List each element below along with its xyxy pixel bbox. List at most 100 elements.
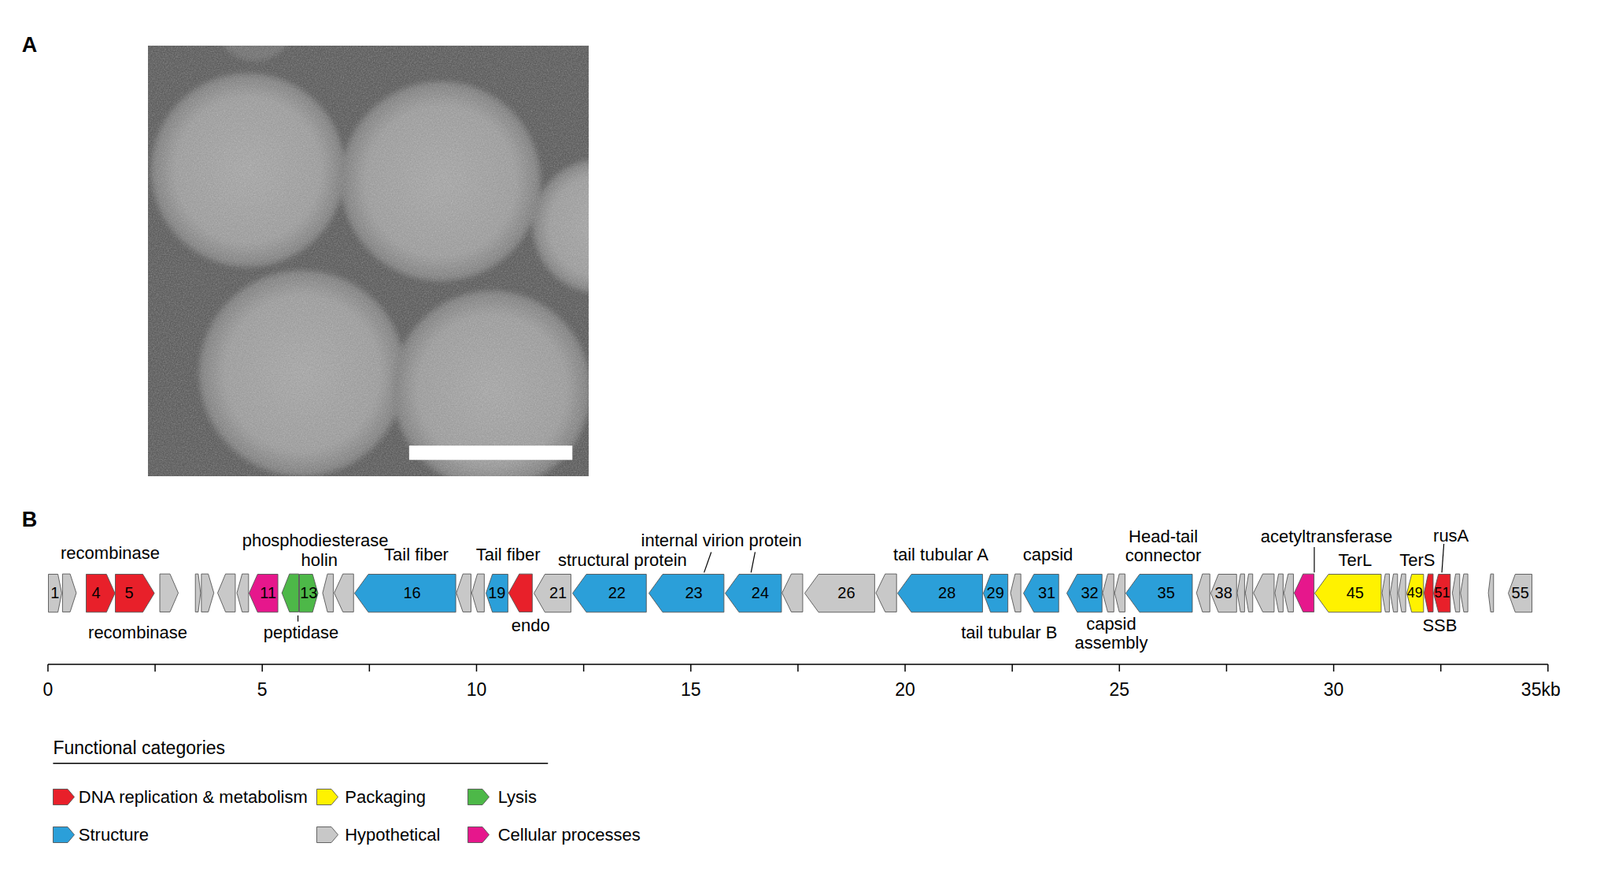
- legend-swatch-shape: [316, 789, 338, 806]
- gene-number: 4: [91, 584, 100, 601]
- gene-arrow: 4: [85, 573, 116, 613]
- axis-tick-label: 30: [1323, 679, 1345, 700]
- gene-annotation: internal virion protein: [641, 531, 802, 551]
- gene-annotation: tail tubular B: [960, 622, 1057, 643]
- gene-annotation: rusA: [1433, 525, 1469, 546]
- gene-arrow: [1010, 573, 1021, 612]
- gene-arrow: [1460, 573, 1468, 612]
- gene-arrow-outline: [48, 573, 62, 612]
- axis-tick: [1333, 664, 1335, 672]
- gene-number: 31: [1038, 584, 1056, 601]
- axis-tick: [1226, 664, 1228, 672]
- gene-arrow: [62, 573, 77, 612]
- gene-number: 45: [1346, 584, 1364, 601]
- gene-arrow: [1274, 573, 1283, 612]
- gene-number: 49: [1407, 585, 1423, 600]
- em-noise: [147, 45, 589, 477]
- leader-line: [1441, 543, 1445, 573]
- gene-annotation: Tail fiber: [384, 545, 449, 566]
- legend-title: Functional categories: [52, 737, 226, 758]
- legend-swatch-shape: [467, 789, 489, 806]
- legend-swatch: [316, 788, 339, 806]
- gene-arrow: 38: [1210, 573, 1238, 613]
- gene-annotation: holin: [301, 550, 338, 570]
- gene-arrow: [1196, 573, 1210, 612]
- gene-annotation: tail tubular A: [893, 545, 989, 566]
- legend-label: Hypothetical: [344, 824, 440, 846]
- legend-swatch: [52, 788, 75, 806]
- legend-label: Lysis: [498, 787, 537, 808]
- axis-tick: [154, 664, 156, 672]
- gene-arrow-outline: [1508, 573, 1533, 612]
- gene-arrow: 11: [248, 573, 279, 613]
- gene-arrow-outline: [804, 573, 875, 612]
- gene-arrow: [201, 573, 215, 612]
- axis-tick: [369, 664, 371, 672]
- axis-tick-label: 0: [43, 679, 54, 700]
- gene-arrow: [1253, 573, 1275, 612]
- gene-arrow-shape: [85, 573, 116, 613]
- legend-swatch: [467, 826, 490, 843]
- gene-annotation: recombinase: [60, 543, 160, 563]
- gene-arrow: [1488, 573, 1494, 612]
- gene-annotation: capsid: [1023, 545, 1074, 566]
- axis-tick: [1011, 664, 1013, 672]
- gene-arrow: [1237, 573, 1245, 612]
- gene-arrow: 26: [804, 573, 876, 613]
- gene-arrow: [236, 573, 249, 612]
- axis-tick-label: 5: [257, 679, 268, 700]
- legend-swatch: [316, 826, 339, 843]
- axis-tick-label: 20: [894, 679, 916, 700]
- gene-arrow-outline: [249, 573, 279, 612]
- gene-arrow: 55: [1507, 573, 1533, 613]
- gene-number: 51: [1434, 585, 1451, 600]
- legend-swatch: [467, 788, 490, 806]
- gene-arrow-outline: [897, 573, 983, 612]
- legend-swatch-shape: [53, 789, 75, 806]
- gene-number: 5: [125, 584, 134, 601]
- gene-number: 55: [1511, 584, 1530, 601]
- gene-arrow-outline: [1315, 573, 1382, 612]
- legend-entry: DNA replication & metabolism: [52, 787, 307, 808]
- gene-number: 35: [1157, 584, 1176, 601]
- axis-tick: [583, 664, 585, 672]
- gene-arrow-shape: [114, 573, 156, 613]
- gene-annotation: SSB: [1422, 615, 1457, 636]
- gene-arrow: 5: [114, 573, 156, 613]
- gene-annotation: TerS: [1399, 550, 1435, 570]
- gene-arrow-outline: [1406, 573, 1423, 612]
- leader-line: [1313, 546, 1315, 573]
- gene-arrow-outline: [649, 573, 725, 612]
- axis-tick-label: 35kb: [1521, 679, 1561, 700]
- gene-arrow-outline: [115, 573, 156, 612]
- legend-swatch-shape: [467, 827, 489, 843]
- gene-arrow: 1: [48, 573, 63, 613]
- gene-number: 29: [986, 584, 1005, 601]
- gene-arrow-outline: [1023, 573, 1060, 612]
- gene-arrow: [508, 573, 533, 612]
- gene-annotation: structural protein: [557, 550, 688, 570]
- gene-number: 21: [549, 584, 567, 601]
- gene-arrow: [218, 573, 236, 612]
- scale-bar: [409, 445, 573, 460]
- gene-annotation: peptidase: [263, 622, 339, 643]
- legend-entry: Cellular processes: [467, 824, 641, 846]
- gene-arrow: [456, 573, 472, 612]
- gene-arrow-outline: [724, 573, 781, 612]
- gene-arrow: [281, 573, 299, 612]
- panel-letter: B: [22, 508, 38, 533]
- legend-entry: Packaging: [316, 787, 426, 808]
- gene-arrow: 35: [1125, 573, 1193, 613]
- legend-label: Structure: [78, 824, 149, 846]
- gene-arrow: [159, 573, 179, 612]
- gene-arrow: 16: [354, 573, 457, 613]
- gene-number: 13: [299, 584, 318, 601]
- em-micrograph: [147, 45, 589, 477]
- gene-arrow-outline: [1125, 573, 1192, 612]
- gene-arrow: 28: [897, 573, 983, 613]
- gene-arrow: 49: [1406, 573, 1424, 613]
- gene-arrow: 32: [1066, 573, 1103, 613]
- axis-tick: [476, 664, 478, 672]
- gene-arrow: [1114, 573, 1125, 612]
- gene-number: 28: [938, 584, 956, 601]
